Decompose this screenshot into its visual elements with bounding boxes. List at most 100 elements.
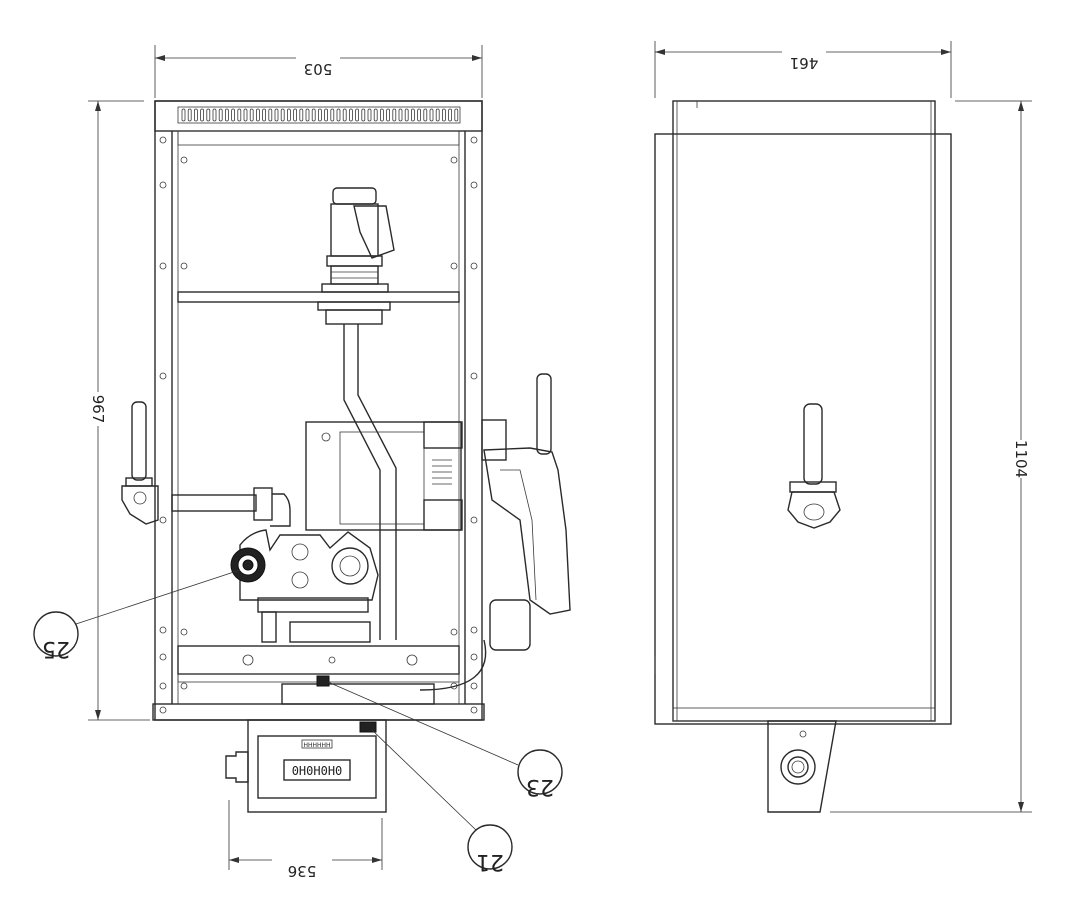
vent-slot <box>249 108 254 122</box>
vent-slot <box>200 108 205 122</box>
vent-slot <box>330 108 335 122</box>
left-hose-connector <box>121 401 291 527</box>
bolt <box>450 628 458 636</box>
vent-slot <box>398 108 403 122</box>
meter-sensor-block <box>359 721 377 733</box>
solenoid-valve <box>317 187 395 325</box>
vent-slot <box>410 108 415 122</box>
vent-slot <box>336 108 341 122</box>
pump-assembly <box>230 529 379 643</box>
meter-side-knob <box>225 751 249 783</box>
vent-slot <box>286 108 291 122</box>
vent-slot <box>280 108 285 122</box>
bolt <box>159 706 167 714</box>
vent-slot <box>324 108 329 122</box>
callout-21-bubble <box>467 824 513 870</box>
bolt <box>159 653 167 661</box>
side-cabinet-outline <box>654 133 952 725</box>
vent-slot <box>386 108 391 122</box>
vent-slot <box>355 108 360 122</box>
fuel-nozzle <box>419 373 571 691</box>
bolt <box>159 516 167 524</box>
bolt <box>159 372 167 380</box>
meter-plate-text: HHHHHH <box>303 742 330 749</box>
bolt <box>159 181 167 189</box>
vent-slot <box>423 108 428 122</box>
vent-slot <box>231 108 236 122</box>
discharge-pipe <box>343 324 381 640</box>
vent-slot <box>342 108 347 122</box>
vent-slot <box>224 108 229 122</box>
vent-slot <box>435 108 440 122</box>
bolt <box>159 262 167 270</box>
callout-25-label: 25 <box>42 636 70 661</box>
vent-slot <box>441 108 446 122</box>
callout-21-label: 21 <box>476 849 504 874</box>
meter-counter-display: 0H0H0H0 <box>292 764 343 778</box>
vent-slot <box>299 108 304 122</box>
vent-slot <box>212 108 217 122</box>
vent-slot <box>373 108 378 122</box>
vent-slot <box>311 108 316 122</box>
bolt <box>180 628 188 636</box>
callout-25-bubble <box>33 611 79 657</box>
frame-bolts <box>159 136 478 714</box>
side-meter-bracket <box>767 720 837 813</box>
motor-block <box>305 421 463 531</box>
meter-box: HHHHHH 0H0H0H0 <box>225 719 387 813</box>
bolt <box>159 682 167 690</box>
side-hose-connector <box>787 403 841 529</box>
bolt <box>470 653 478 661</box>
front-view <box>121 100 571 721</box>
vent-slot <box>361 108 366 122</box>
bolt <box>470 516 478 524</box>
vent-slot <box>348 108 353 122</box>
vent-slot <box>448 108 453 122</box>
vent-slot <box>454 108 459 122</box>
bolt <box>470 372 478 380</box>
bolt <box>159 136 167 144</box>
callout-23-bubble <box>517 749 563 795</box>
dim-front-width: 503 <box>304 60 333 78</box>
vent-slot <box>218 108 223 122</box>
bolt <box>450 156 458 164</box>
vent-slot <box>367 108 372 122</box>
front-base-plate <box>152 703 485 721</box>
vent-slot <box>293 108 298 122</box>
callout-23-label: 23 <box>526 774 554 799</box>
vent-slot <box>392 108 397 122</box>
bolt <box>180 682 188 690</box>
bolt <box>470 682 478 690</box>
vent-slot <box>274 108 279 122</box>
bolt <box>470 626 478 634</box>
front-middle-shelf <box>177 291 460 303</box>
bolt <box>470 181 478 189</box>
bolt <box>470 262 478 270</box>
front-cabinet-outline <box>154 100 483 721</box>
dim-meter-width: 536 <box>288 862 317 880</box>
bolt <box>470 706 478 714</box>
dim-front-height: 967 <box>89 395 107 424</box>
vent-slot <box>429 108 434 122</box>
vent-slot <box>193 108 198 122</box>
top-vent-grille <box>177 106 461 124</box>
vent-slot <box>268 108 273 122</box>
bolt <box>450 262 458 270</box>
vent-slot <box>417 108 422 122</box>
dimension-lines <box>88 41 1032 870</box>
vent-slot <box>181 108 186 122</box>
callouts: 25 23 21 <box>33 569 563 874</box>
vent-slot <box>379 108 384 122</box>
dimension-labels: 503 461 967 1104 536 <box>89 54 1030 880</box>
vent-slot <box>243 108 248 122</box>
dim-side-depth: 461 <box>790 54 819 72</box>
vent-slot <box>305 108 310 122</box>
vent-slot <box>262 108 267 122</box>
dim-side-height: 1104 <box>1012 440 1030 478</box>
vent-slot <box>317 108 322 122</box>
vent-slot <box>187 108 192 122</box>
bolt <box>180 262 188 270</box>
bolt <box>180 156 188 164</box>
side-view <box>654 100 952 813</box>
